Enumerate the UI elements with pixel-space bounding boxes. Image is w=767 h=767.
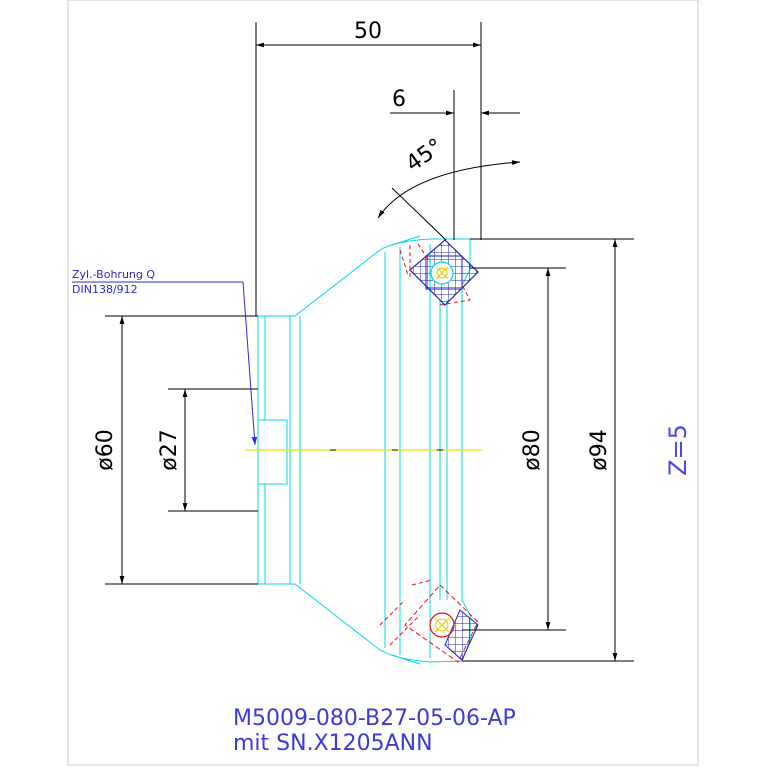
dim-diameter-80: ø80 (520, 429, 545, 470)
dim-total-length: 50 (354, 19, 382, 44)
dim-diameter-60: ø60 (93, 429, 118, 470)
dim-chamfer-length: 6 (392, 87, 406, 112)
bore-note: Zyl.-Bohrung Q DIN138/912 (72, 268, 258, 446)
dim-diameter-27: ø27 (157, 429, 182, 470)
part-number: M5009-080-B27-05-06-AP (233, 706, 516, 731)
top-insert (399, 239, 479, 306)
dim-diameter-94: ø94 (587, 429, 612, 470)
dimension-lines (105, 22, 634, 662)
insert-spec: mit SN.X1205ANN (233, 731, 433, 756)
bore-note-line1: Zyl.-Bohrung Q (72, 268, 155, 281)
dim-angle: 45° (402, 134, 448, 177)
bore-note-line2: DIN138/912 (72, 283, 138, 296)
bottom-insert (379, 579, 479, 663)
drawing-frame (67, 0, 699, 766)
teeth-count-label: Z=5 (664, 424, 692, 476)
